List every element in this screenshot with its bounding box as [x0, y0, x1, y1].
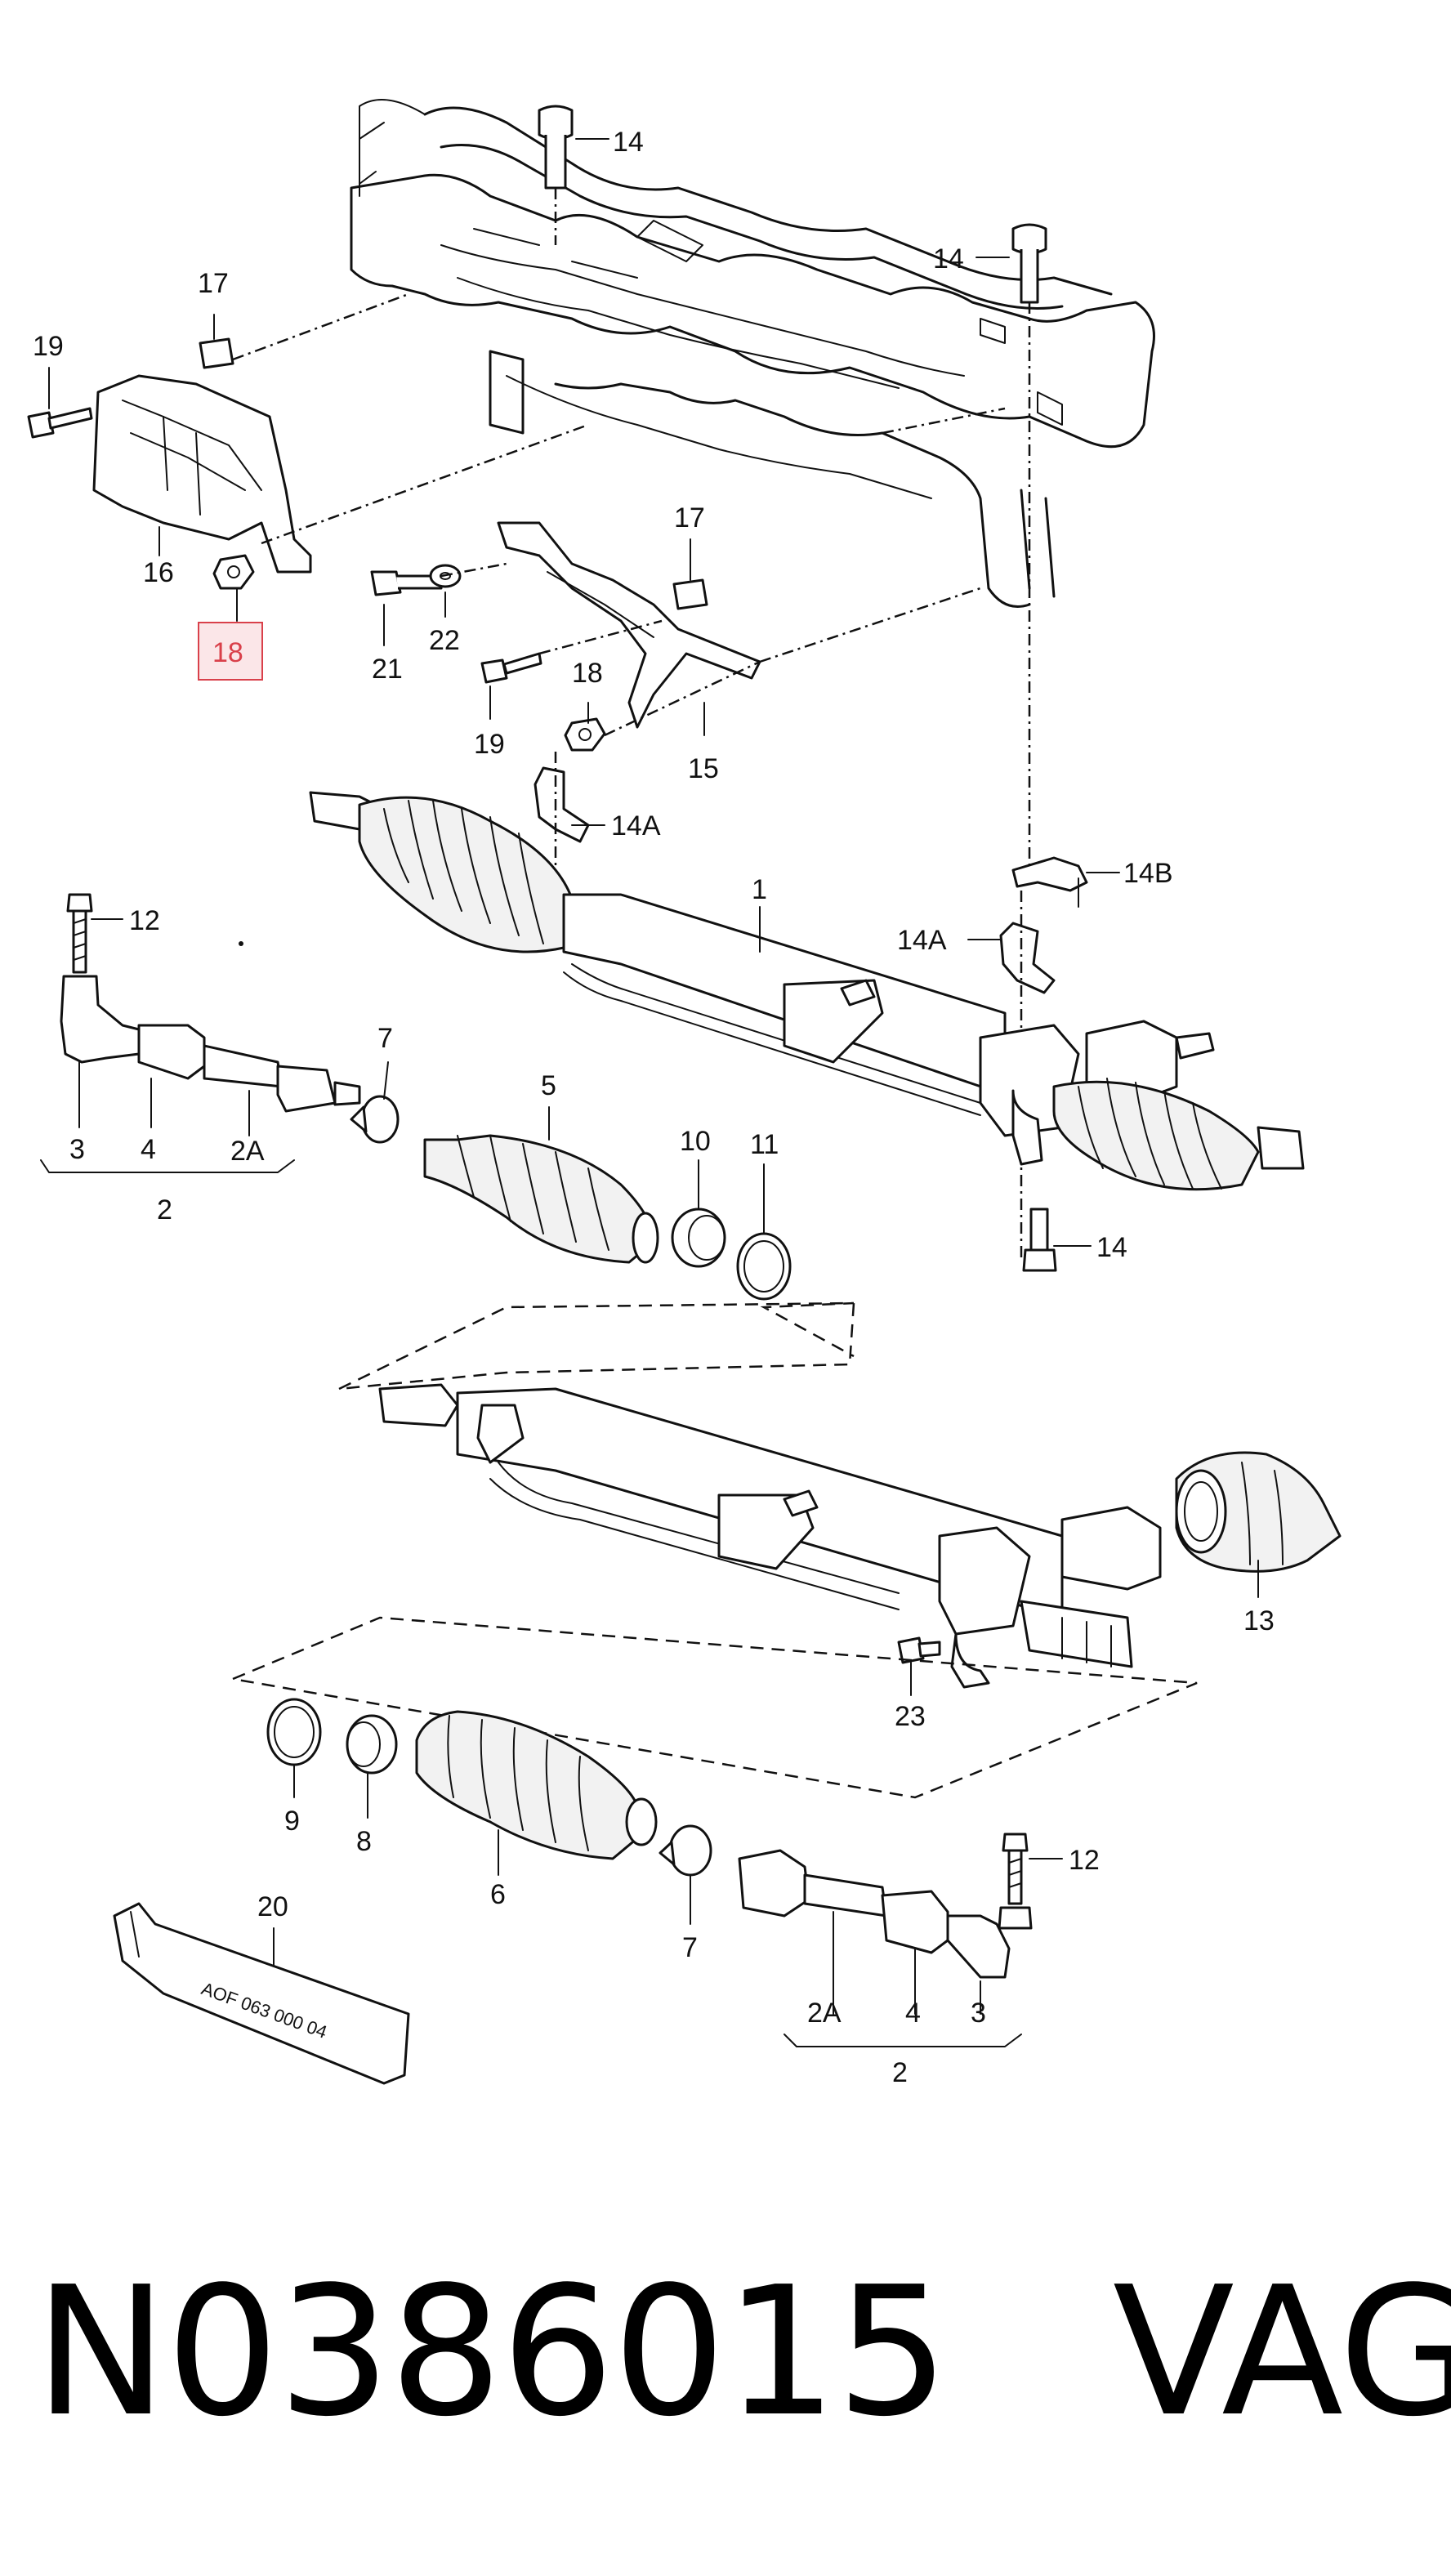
clamp-7-lower: [659, 1824, 712, 1877]
bracket-14A-right: [999, 922, 1056, 994]
tie-rod-lower: [738, 1849, 1011, 1979]
label-21: 21: [372, 654, 403, 685]
nut-18-left: [212, 554, 255, 590]
bracket-14A-left: [534, 766, 590, 843]
caption-spacer: [948, 2249, 1113, 2456]
label-5: 5: [541, 1070, 556, 1101]
clamp-7-upper: [350, 1095, 400, 1144]
bolt-12-lower: [998, 1833, 1033, 1930]
label-1: 1: [752, 874, 767, 905]
bolt-19-left: [27, 407, 93, 439]
leader-lines: [48, 314, 1259, 1966]
brand-name: VAG: [1112, 2249, 1451, 2456]
clamp-8: [346, 1714, 398, 1775]
label-18-highlighted: 18: [212, 637, 243, 668]
label-4-lower: 4: [905, 1998, 921, 2029]
label-23: 23: [895, 1701, 926, 1732]
subframe-crossmember: [350, 99, 1155, 608]
label-14A-left: 14A: [611, 810, 661, 842]
grease-tube-20: [113, 1902, 410, 2085]
highlight-box-18: [198, 622, 263, 681]
label-7-upper: 7: [377, 1023, 393, 1054]
label-6: 6: [490, 1879, 506, 1910]
clip-17-left: [199, 337, 234, 369]
label-12-lower: 12: [1069, 1845, 1100, 1876]
label-7-lower: 7: [682, 1932, 698, 1963]
bracket-16: [92, 374, 312, 574]
bolt-19-mid: [480, 652, 542, 684]
bracket-15: [497, 521, 761, 729]
bolt-12-upper: [66, 893, 93, 974]
boot-5: [423, 1134, 659, 1264]
label-15: 15: [688, 753, 719, 784]
label-2A-upper: 2A: [230, 1136, 265, 1167]
label-14B: 14B: [1123, 858, 1173, 889]
label-14-bottom: 14: [1096, 1232, 1127, 1263]
label-3-upper: 3: [69, 1134, 85, 1165]
tie-rod-end-upper: [60, 975, 361, 1113]
label-4-upper: 4: [141, 1134, 156, 1165]
bracket-14B: [1011, 856, 1088, 908]
label-10: 10: [680, 1126, 711, 1157]
clip-17-mid: [672, 578, 708, 610]
steering-rack-1: [309, 791, 1305, 1191]
label-14-top: 14: [613, 127, 644, 158]
label-13: 13: [1243, 1605, 1275, 1636]
label-3-lower: 3: [971, 1998, 986, 2029]
label-19-left: 19: [33, 331, 64, 362]
bolt-23: [897, 1636, 941, 1664]
clamp-10: [671, 1208, 726, 1268]
label-19-mid: 19: [474, 729, 505, 760]
label-14-right: 14: [933, 243, 964, 275]
bolt-14-right: [976, 223, 1047, 882]
boot-13: [1175, 1451, 1342, 1573]
label-2-lower: 2: [892, 2057, 908, 2088]
boot-6: [415, 1710, 658, 1860]
label-16: 16: [143, 557, 174, 588]
bolt-14-top: [538, 105, 609, 245]
label-11: 11: [750, 1129, 779, 1160]
ring-9: [266, 1698, 322, 1766]
label-22: 22: [429, 625, 460, 656]
label-2-upper: 2: [157, 1194, 172, 1225]
label-17-mid: 17: [674, 502, 705, 534]
label-12-upper: 12: [129, 905, 160, 936]
ring-11: [736, 1232, 792, 1301]
part-labels: 14 14 17 19 16 18 17 21 22 18 19 15 14A …: [33, 127, 1275, 2088]
label-2A-lower: 2A: [807, 1998, 842, 2029]
label-17-left: 17: [198, 268, 229, 299]
label-14A-right: 14A: [897, 925, 947, 956]
part-number: N0386015: [34, 2249, 949, 2456]
label-18-mid: 18: [572, 658, 603, 689]
label-9: 9: [284, 1806, 300, 1837]
part-number-caption: N0386015 VAG: [34, 2249, 1451, 2456]
steering-rack-lower: [378, 1383, 1162, 1689]
label-8: 8: [356, 1826, 372, 1857]
label-20: 20: [257, 1891, 288, 1922]
nut-18-mid: [564, 717, 606, 752]
bolt-14-bottom: [1022, 1208, 1057, 1272]
